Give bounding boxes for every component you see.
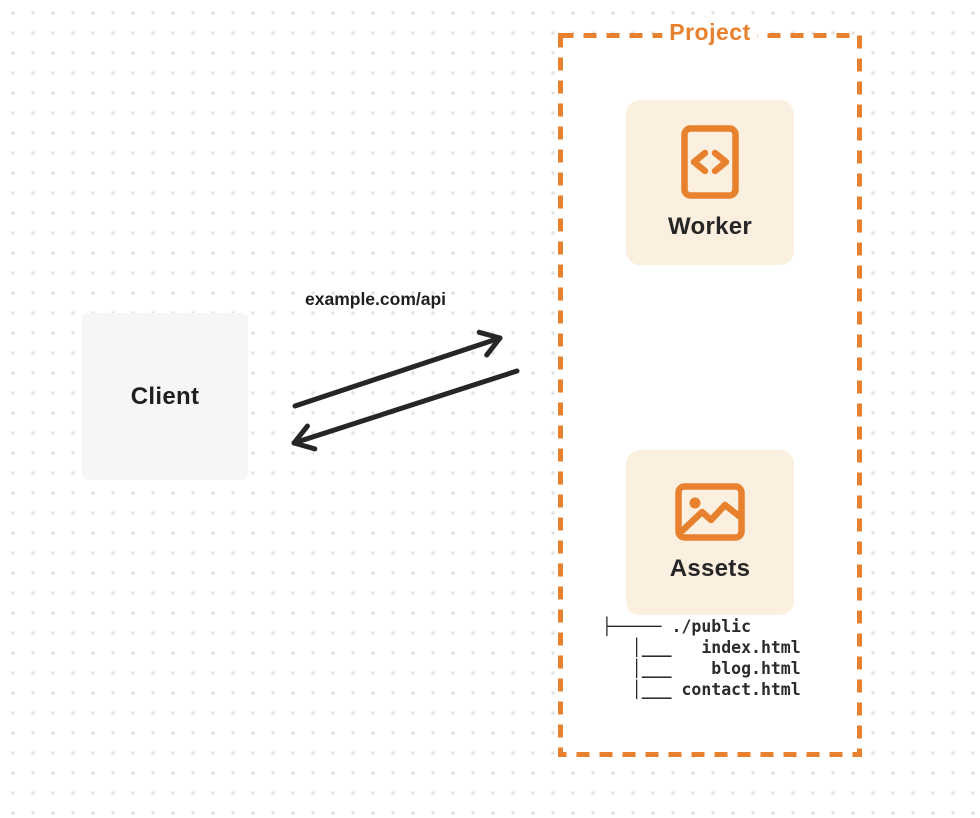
image-icon bbox=[675, 483, 745, 541]
client-node: Client bbox=[82, 313, 248, 480]
response-arrow bbox=[291, 368, 520, 452]
request-arrow bbox=[292, 329, 503, 409]
assets-node: Assets bbox=[626, 450, 794, 615]
client-label: Client bbox=[130, 382, 200, 410]
request-url-label: example.com/api bbox=[305, 289, 447, 309]
worker-label: Worker bbox=[667, 213, 753, 240]
code-file-icon bbox=[681, 125, 739, 199]
tree-line-contact: │___ contact.html bbox=[602, 680, 801, 699]
tree-line-index: │___ index.html bbox=[602, 638, 801, 657]
file-tree: ├───── ./public │___ index.html │___ blo… bbox=[602, 616, 801, 700]
project-group: Project Worker Assets ├───── ./public │_… bbox=[558, 19, 862, 757]
tree-line-blog: │___ blog.html bbox=[602, 659, 801, 678]
assets-label: Assets bbox=[669, 555, 751, 582]
project-label: Project bbox=[662, 19, 758, 46]
tree-line-root: ├───── ./public bbox=[602, 617, 752, 636]
worker-node: Worker bbox=[626, 100, 794, 265]
